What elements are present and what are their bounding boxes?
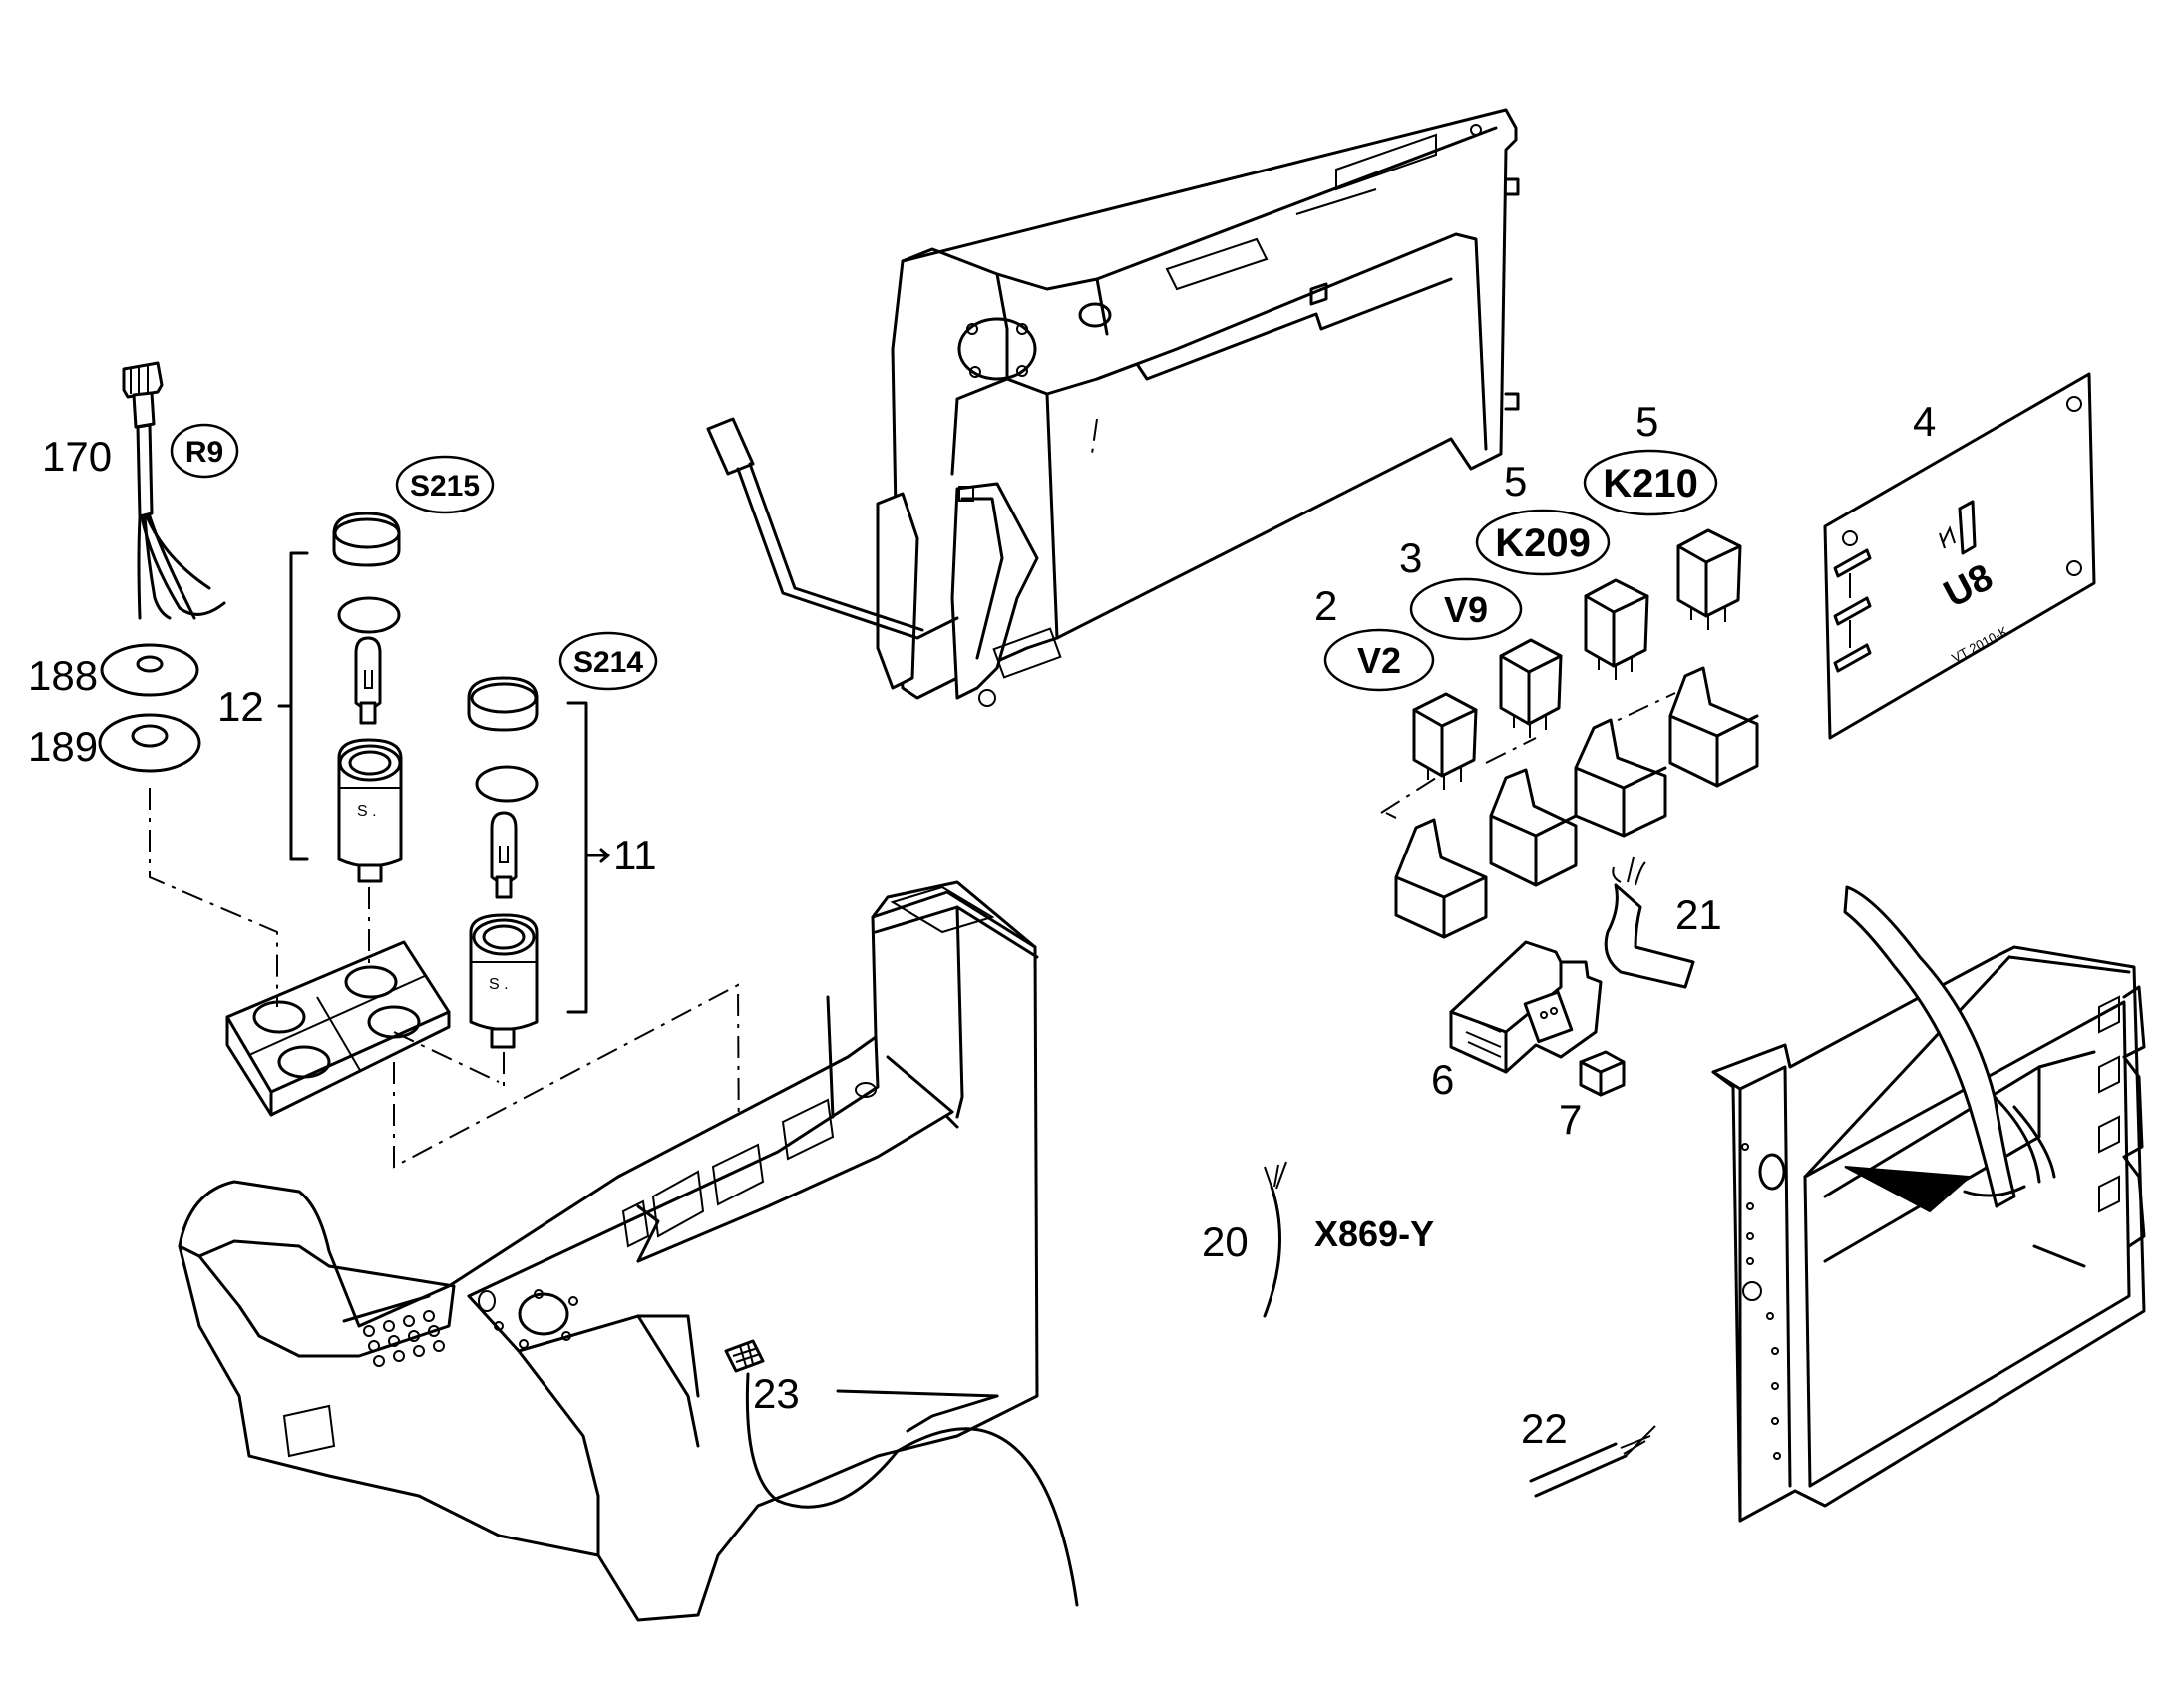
svg-text:S .: S . [489, 976, 509, 993]
badge-k210-label: K210 [1603, 462, 1698, 506]
badge-v9-label: V9 [1444, 589, 1488, 630]
washer-188 [100, 643, 199, 697]
badge-v2: V2 [1323, 628, 1435, 692]
relay-v9 [1499, 638, 1563, 738]
badge-k210: K210 [1583, 449, 1718, 516]
relay-v2 [1412, 692, 1478, 790]
badge-k209-label: K209 [1495, 521, 1591, 565]
callout-7: 7 [1559, 1096, 1582, 1143]
relay-k210 [1676, 528, 1742, 630]
switch-s214-assembly: S . [467, 676, 539, 1049]
cable-22 [1534, 1454, 1628, 1498]
badge-v9: V9 [1409, 577, 1523, 641]
circuit-board-u8: U8 VT 2010-K [1823, 372, 2096, 740]
cable-sleeve-21 [1604, 883, 1695, 989]
callout-170: 170 [42, 433, 112, 480]
badge-s214: S214 [558, 631, 658, 691]
upper-console-frame [706, 108, 1520, 707]
connector-23-harness [724, 1339, 1079, 1607]
badge-r9: R9 [170, 423, 239, 479]
callout-4: 4 [1913, 398, 1936, 445]
callout-22: 22 [1521, 1405, 1568, 1452]
wire-label-x869y: X869-Y [1314, 1213, 1434, 1254]
switch-mounting-plate [225, 940, 451, 1117]
washer-189 [98, 713, 201, 773]
callout-20: 20 [1202, 1218, 1249, 1265]
switch-s215-assembly: S . [332, 512, 403, 883]
callout-21: 21 [1675, 891, 1722, 938]
console-grill [363, 1310, 445, 1367]
badge-k209: K209 [1475, 509, 1611, 576]
callout-11: 11 [613, 832, 657, 878]
lower-console-housing [178, 880, 1039, 1622]
badge-s215: S215 [395, 455, 495, 514]
callout-6: 6 [1431, 1056, 1454, 1103]
callout-188: 188 [28, 652, 98, 699]
svg-text:S .: S . [357, 803, 377, 820]
relay-sockets [1394, 666, 1759, 939]
relay-k209 [1584, 578, 1649, 680]
callout-2: 2 [1314, 582, 1337, 629]
callout-12: 12 [217, 683, 264, 730]
callout-5-k209: 5 [1504, 458, 1527, 505]
callout-3: 3 [1399, 534, 1422, 581]
assembly-leader-lines [149, 418, 1676, 1342]
callout-23: 23 [753, 1370, 800, 1417]
badge-s214-label: S214 [573, 646, 643, 679]
right-mounting-frame [1711, 885, 2146, 1523]
relay-base-6 [1449, 940, 1603, 1074]
badge-s215-label: S215 [410, 470, 480, 503]
bracket-12 [277, 551, 309, 861]
r9-potentiometer-knob [122, 361, 226, 620]
relay-block-7 [1579, 1050, 1626, 1097]
badge-v2-label: V2 [1357, 640, 1401, 681]
wire-20 [1263, 1185, 1282, 1318]
frame-holes [1741, 1143, 1781, 1460]
callout-189: 189 [28, 723, 98, 770]
bracket-11 [566, 701, 600, 1014]
badge-r9-label: R9 [185, 436, 223, 469]
callout-5-k210: 5 [1635, 398, 1658, 445]
